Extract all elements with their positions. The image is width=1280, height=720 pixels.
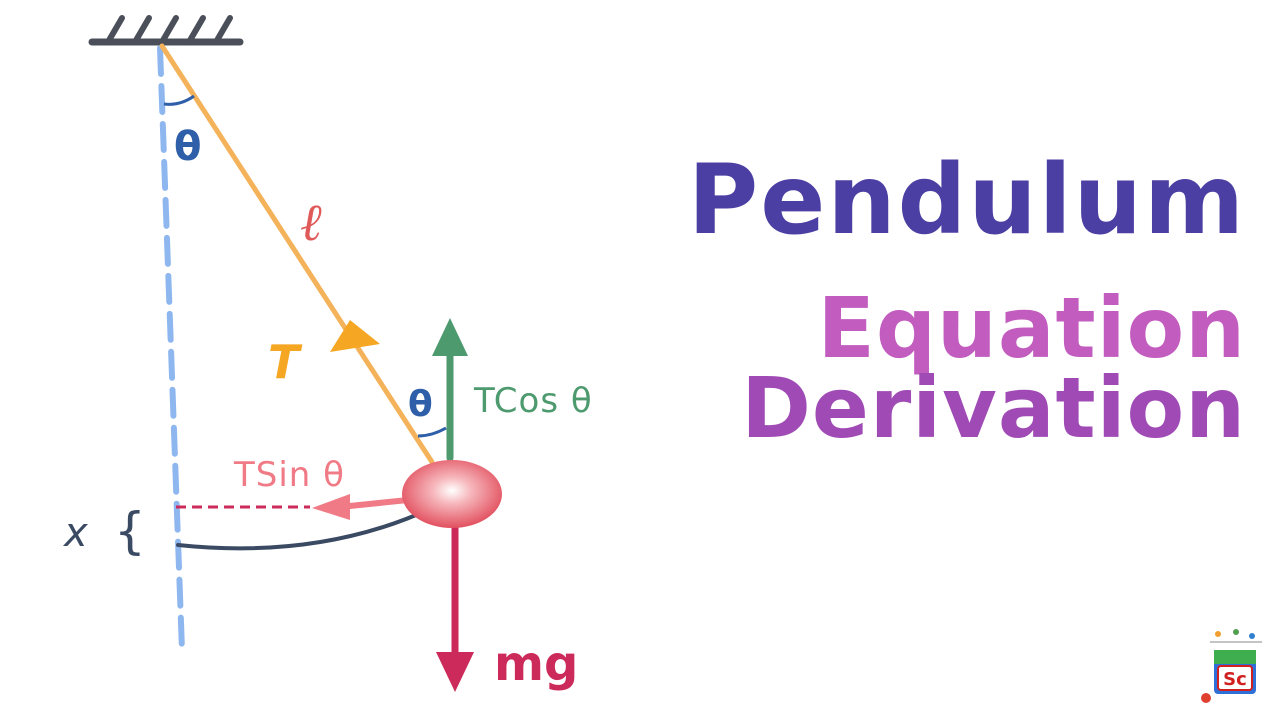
title-pendulum: Pendulum — [687, 144, 1246, 256]
ceiling-support — [88, 15, 244, 46]
x-brace: { — [114, 502, 146, 560]
pendulum-string — [159, 43, 435, 465]
logo-sparkles — [1210, 629, 1262, 643]
title-derivation: Derivation — [741, 358, 1246, 457]
vertical-reference-line — [157, 45, 185, 653]
theta-arc-top — [163, 94, 195, 106]
theta-arc-bob — [417, 426, 447, 438]
x-label: x — [62, 510, 88, 556]
tcos-arrow — [432, 318, 468, 462]
tension-label: T — [268, 335, 303, 389]
length-label: ℓ — [300, 193, 322, 253]
tsin-arrow — [176, 494, 411, 520]
theta-label-bob: θ — [408, 384, 433, 425]
tcos-label: TCos θ — [473, 381, 593, 421]
weight-label: mg — [494, 636, 578, 692]
weight-arrow — [436, 516, 474, 692]
title-equation: Equation — [817, 278, 1246, 377]
logo-text: Sc — [1223, 669, 1247, 690]
theta-label-top: θ — [174, 124, 201, 170]
tension-arrowhead — [330, 320, 380, 352]
tsin-label: TSin θ — [233, 455, 345, 495]
displacement-arc — [176, 506, 434, 551]
logo: Sc — [1201, 629, 1262, 703]
title-block: Pendulum Equation Derivation — [687, 144, 1246, 457]
pendulum-bob — [402, 460, 502, 528]
